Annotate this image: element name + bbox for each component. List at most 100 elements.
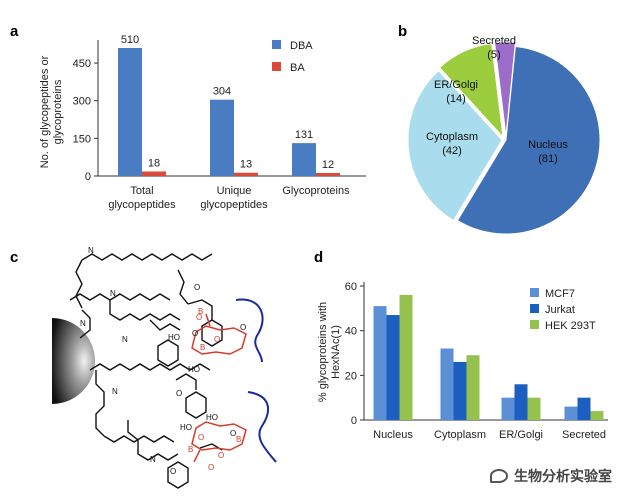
d-bar-mcf7 [564,406,578,420]
a-bar-dba [292,143,316,176]
structure-atom-label: N [110,289,116,298]
b-slice-value: (81) [538,153,558,165]
watermark-text: 生物分析实验室 [514,468,612,484]
a-bar-ba [142,171,166,176]
d-category-label: ER/Golgi [499,429,543,441]
structure-atom-label: HO [168,333,180,342]
b-slice-value: (5) [487,49,500,61]
a-category-label: Unique [217,185,252,197]
chart-a-legend: DBA BA [272,40,313,74]
d-y-axis-label: % glycoproteins withHexNAc(1) [317,302,342,402]
chart-d-category-labels: Nucleus Cytoplasm ER/Golgi Secreted [373,429,606,441]
b-slice-value: (14) [446,93,466,105]
structure-atom-label: HO [206,413,218,422]
structure-atom-label: N [80,319,86,328]
a-bar-value-label: 18 [148,157,160,169]
a-y-axis-label-line: glycoproteins [52,79,64,144]
a-y-axis-label-line: No. of glycopeptides or [39,55,51,168]
d-y-tick-label: 20 [345,370,357,382]
structure-atom-label: O [196,313,202,322]
a-category-label: Glycoproteins [282,185,350,197]
d-bar-jurkat [577,397,591,420]
structure-atom-label: HO [180,423,192,432]
a-legend-label: DBA [290,40,313,52]
d-bar-hek-293t [527,397,541,420]
a-category-label: glycopeptides [200,199,268,211]
a-legend-label: BA [290,62,305,74]
chart-a-bars: 510 18 304 13 131 12 [118,34,340,176]
structure-atom-label: N [122,335,128,344]
a-bar-value-label: 12 [322,159,334,171]
panel-letter-d: d [314,249,323,266]
d-bar-mcf7 [373,306,387,420]
chart-d-bars [373,294,604,420]
d-y-axis-label-line: HexNAc(1) [330,325,342,379]
structure-atom-label: N [112,387,118,396]
a-bar-value-label: 131 [295,129,313,141]
d-bar-hek-293t [399,294,413,420]
d-category-label: Secreted [562,429,606,441]
structure-atom-label: O [198,433,204,442]
d-bar-jurkat [386,315,400,420]
chart-a-glycopeptide-counts: No. of glycopeptides orglycoproteins 0 15… [39,34,366,211]
structure-atom-label: B [200,343,205,352]
structure-atom-label: O [230,429,236,438]
structure-atom-label: B [236,435,241,444]
a-y-axis-label: No. of glycopeptides orglycoproteins [39,55,64,168]
d-legend-swatch [530,304,539,313]
d-legend-label: Jurkat [545,304,575,316]
wechat-icon [490,469,508,483]
structure-atom-label: O [214,335,220,344]
d-category-label: Nucleus [373,429,413,441]
peptide-strands [235,298,277,463]
a-bar-ba [316,172,340,176]
a-category-label: Total [130,185,153,197]
d-category-label: Cytoplasm [434,429,486,441]
a-y-tick-label: 150 [73,133,91,145]
d-bar-mcf7 [440,348,454,420]
structure-atom-label: O [218,451,224,460]
panel-letter-c: c [10,249,18,266]
d-legend-swatch [530,320,539,329]
d-bar-hek-293t [590,411,604,420]
structure-atom-label: O [176,389,182,398]
structure-atom-label: O [192,329,198,338]
d-bar-jurkat [514,384,528,420]
structure-atom-label: B [188,445,193,454]
d-y-tick-label: 60 [345,281,357,293]
d-legend-label: HEK 293T [545,320,596,332]
structure-atom-label: HO [188,365,200,374]
a-bar-value-label: 304 [213,86,231,98]
polymer-chains [69,253,223,489]
d-legend-swatch [530,288,539,297]
a-category-label: glycopeptides [108,199,176,211]
a-bar-value-label: 13 [240,159,252,171]
chart-a-y-axis-label: No. of glycopeptides orglycoproteins [39,55,64,168]
chart-b-subcellular-pie: Nucleus(81)Cytoplasm(42)ER/Golgi(14)Secr… [407,35,601,235]
panel-letter-b: b [398,23,407,40]
d-y-tick-label: 40 [345,326,357,338]
d-bar-mcf7 [501,397,515,420]
bead-shape [52,318,95,404]
a-bar-value-label: 510 [121,34,139,46]
watermark: 生物分析实验室 [490,466,612,486]
b-pie-slice-secreted [494,41,516,137]
b-slice-label: Nucleus [528,139,568,151]
a-legend-swatch [272,40,281,49]
a-bar-ba [234,172,258,176]
a-y-tick-label: 0 [85,171,91,183]
structure-atom-label: B [198,307,203,316]
panel-letter-a: a [10,23,19,40]
chart-a-category-labels: Total glycopeptides Unique glycopeptides Gly… [108,185,350,211]
b-pie-slice-cytoplasm [407,69,503,222]
b-pie-slice-nucleus [456,45,601,235]
chart-d-y-axis-label: % glycoproteins withHexNAc(1) [317,302,342,402]
structure-atom-label: O [208,463,214,472]
